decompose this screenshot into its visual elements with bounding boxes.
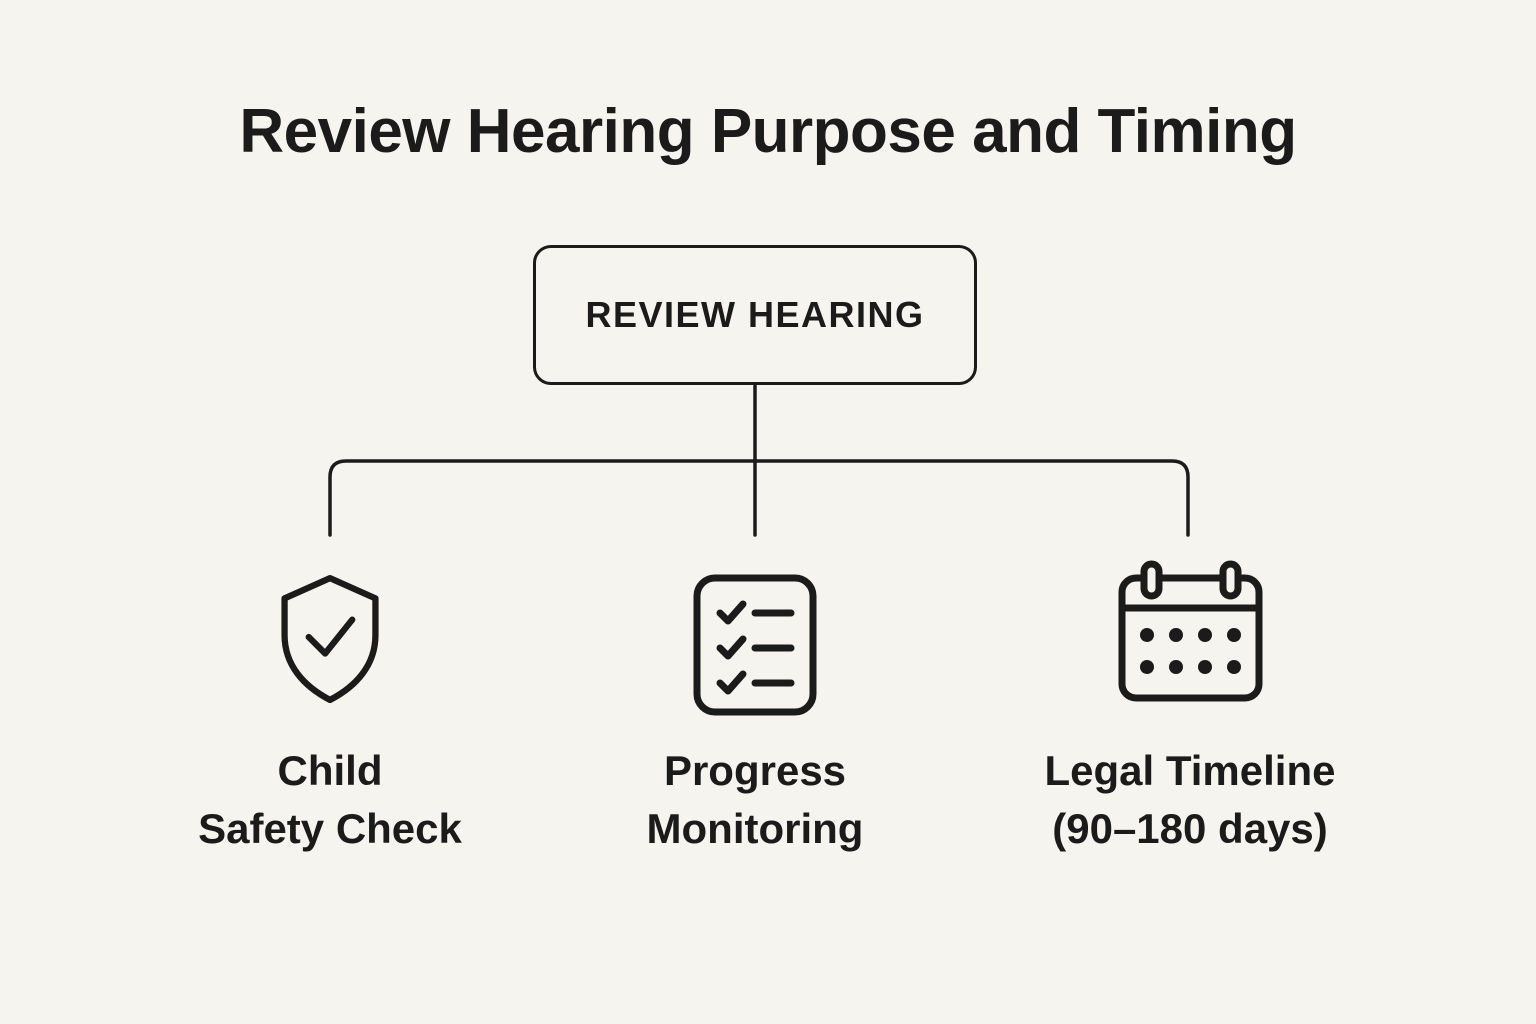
checklist-icon: [693, 574, 817, 716]
node-label-progress-monitoring: Progress Monitoring: [646, 747, 864, 852]
page-title: Review Hearing Purpose and Timing: [239, 97, 1297, 166]
root-node-review-hearing: REVIEW HEARING: [533, 245, 977, 385]
node-label-legal-timeline: Legal Timeline (90–180 days): [1044, 747, 1336, 852]
shield-check-icon: [281, 574, 379, 704]
calendar-icon: [1118, 560, 1263, 702]
node-label-child-safety-check: Child Safety Check: [198, 747, 462, 852]
root-node-label: REVIEW HEARING: [585, 294, 925, 335]
